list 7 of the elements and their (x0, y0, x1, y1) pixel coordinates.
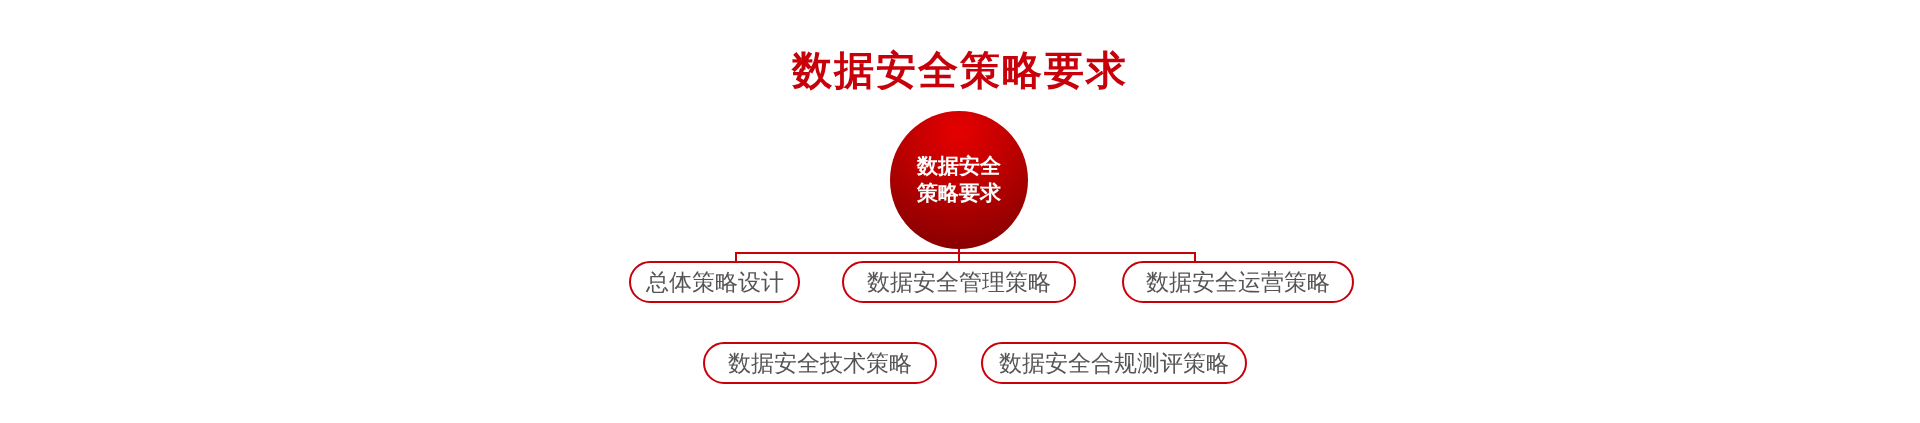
topic-circle: 数据安全策略要求 (890, 111, 1028, 249)
title: 数据安全策略要求 (792, 46, 1128, 94)
strategy-box: 总体策略设计 (629, 261, 800, 303)
strategy-box: 数据安全运营策略 (1122, 261, 1354, 303)
strategy-box: 数据安全管理策略 (842, 261, 1076, 303)
strategy-box: 数据安全合规测评策略 (981, 342, 1247, 384)
strategy-box: 数据安全技术策略 (703, 342, 937, 384)
